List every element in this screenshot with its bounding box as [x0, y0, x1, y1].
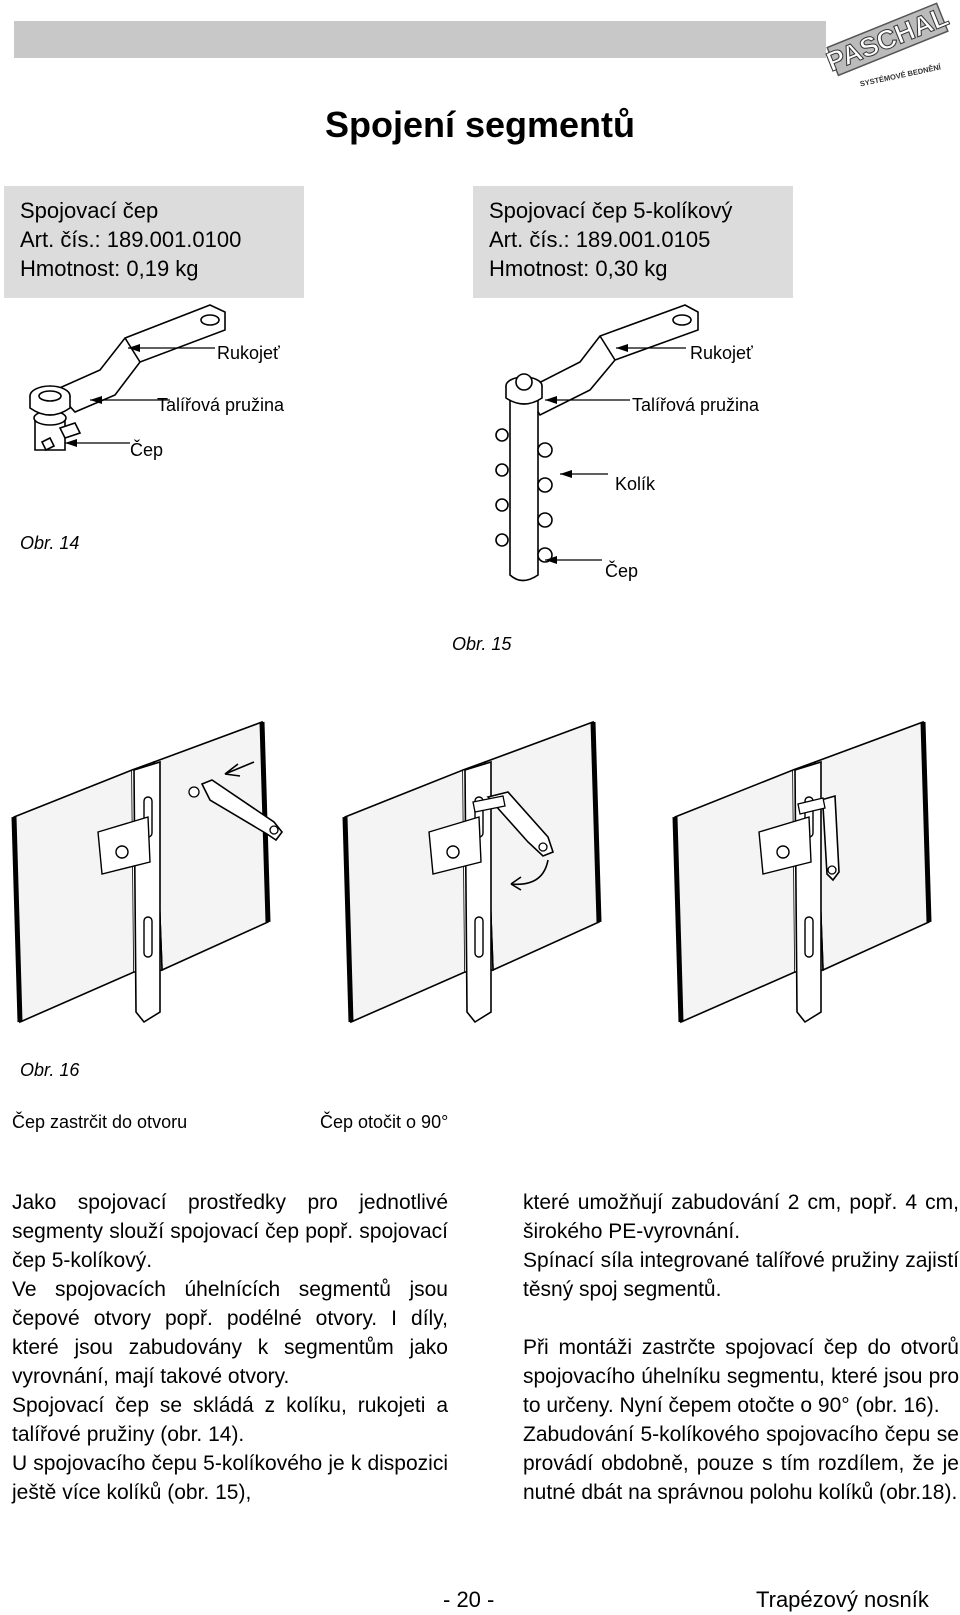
section-name: Trapézový nosník [756, 1587, 929, 1612]
info-box-5-peg-pin-article: Art. čís.: 189.001.0105 [489, 227, 711, 252]
info-box-5-peg-pin: Spojovací čep 5-kolíkový Art. čís.: 189.… [473, 186, 793, 298]
paragraph: Jako spojovací prostředky pro jednotlivé… [12, 1191, 448, 1272]
info-box-5-peg-pin-name: Spojovací čep 5-kolíkový [489, 198, 733, 223]
fig15-label-pin: Čep [605, 561, 639, 581]
info-box-pin-weight: Hmotnost: 0,19 kg [20, 256, 199, 281]
fig16-assembly-drawing [0, 722, 960, 1052]
paragraph: Spojovací čep se skládá z kolíku, rukoje… [12, 1394, 448, 1446]
fig14-label-handle: Rukojeť [217, 343, 280, 363]
fig15-label-spring: Talířová pružina [632, 395, 760, 415]
paragraph: Ve spojovacích úhelnících segmentů jsou … [12, 1278, 448, 1388]
paragraph: U spojovacího čepu 5-kolíkového je k dis… [12, 1452, 448, 1504]
body-text-left: Jako spojovací prostředky pro jednotlivé… [12, 1188, 448, 1507]
info-box-pin: Spojovací čep Art. čís.: 189.001.0100 Hm… [4, 186, 304, 298]
paragraph: které umožňují zabudování 2 cm, popř. 4 … [523, 1191, 959, 1243]
paschal-logo: PASCHAL SYSTÉMOVÉ BEDNĚNÍ [822, 1, 960, 89]
fig16-step-rotate: Čep otočit o 90° [320, 1112, 449, 1132]
fig14-caption: Obr. 14 [20, 533, 80, 553]
paragraph: Spínací síla integrované talířové pružin… [523, 1249, 959, 1301]
fig15-5-peg-pin-drawing [495, 304, 699, 582]
paragraph: Při montáži zastrčte spojovací čep do ot… [523, 1336, 959, 1417]
fig16-step-insert: Čep zastrčit do otvoru [12, 1112, 188, 1132]
fig15-caption: Obr. 15 [452, 634, 512, 654]
fig15-label-peg: Kolík [615, 474, 656, 494]
header-bar [14, 21, 826, 58]
fig15-label-handle: Rukojeť [690, 343, 753, 363]
body-text-right: které umožňují zabudování 2 cm, popř. 4 … [523, 1188, 959, 1507]
fig14-label-spring: Talířová pružina [157, 395, 285, 415]
fig14-pin-drawing [29, 304, 226, 452]
fig16-caption: Obr. 16 [20, 1060, 80, 1080]
fig14-label-pin: Čep [130, 440, 164, 460]
paragraph: Zabudování 5-kolíkového spojovacího čepu… [523, 1423, 959, 1504]
logo-subtext: SYSTÉMOVÉ BEDNĚNÍ [859, 62, 942, 88]
info-box-5-peg-pin-weight: Hmotnost: 0,30 kg [489, 256, 668, 281]
page-title: Spojení segmentů [324, 104, 636, 145]
info-box-pin-article: Art. čís.: 189.001.0100 [20, 227, 242, 252]
info-box-pin-name: Spojovací čep [20, 198, 159, 223]
page-number: - 20 - [443, 1587, 495, 1612]
